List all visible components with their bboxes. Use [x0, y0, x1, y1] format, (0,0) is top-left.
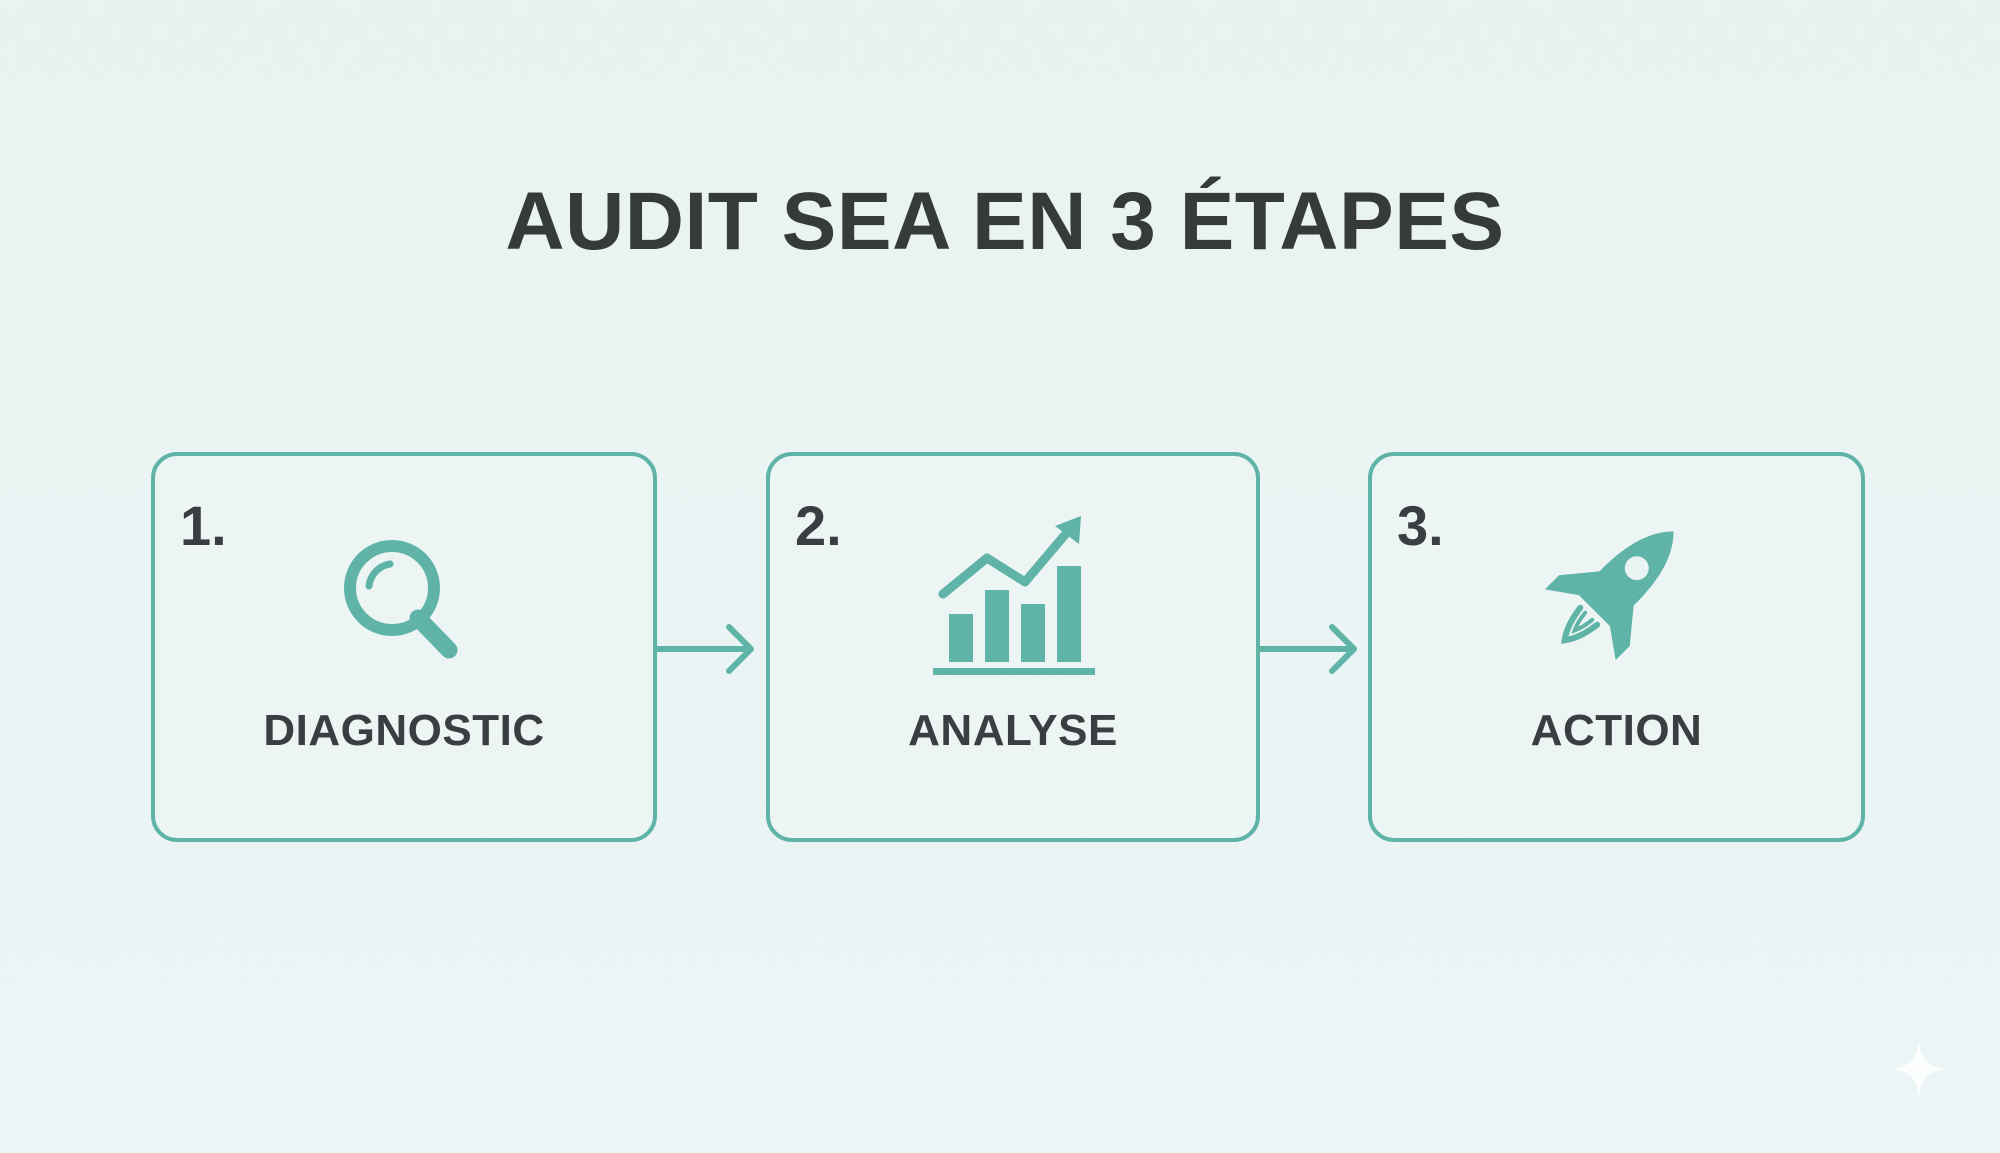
bar-chart-trend-icon [933, 516, 1095, 675]
rocket-icon [1544, 531, 1674, 661]
step-box-analyse: 2. ANALYSE [766, 452, 1260, 842]
step-label: DIAGNOSTIC [263, 706, 545, 755]
step-number: 3. [1397, 494, 1444, 557]
diagram-title: AUDIT SEA EN 3 ÉTAPES [505, 176, 1505, 267]
step-label: ACTION [1530, 706, 1703, 755]
arrow-right-icon [1260, 624, 1357, 674]
step-number: 2. [795, 494, 842, 557]
step-box-diagnostic: 1. DIAGNOSTIC [151, 452, 657, 842]
magnifying-glass-icon [344, 540, 458, 659]
sparkle-icon [1890, 1040, 1948, 1098]
step-box-action: 3. ACTION [1368, 452, 1865, 842]
arrow-right-icon [657, 624, 754, 674]
step-label: ANALYSE [908, 706, 1118, 755]
step-number: 1. [180, 494, 227, 557]
